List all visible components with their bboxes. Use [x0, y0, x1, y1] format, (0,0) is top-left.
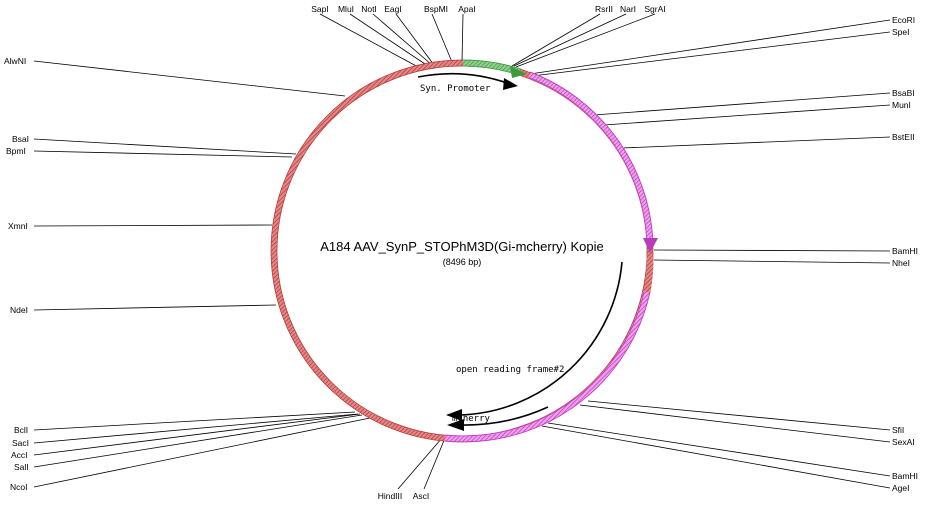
right-site-labels: EcoRI SpeI BsaBI MunI BstEII BamHI NheI … [892, 15, 918, 493]
site-label-ncoi: NcoI [10, 482, 27, 492]
site-label-muni: MunI [892, 100, 911, 110]
feature-arrows [417, 73, 623, 431]
leader-hindiii [397, 437, 443, 490]
orf-arrow [459, 261, 623, 416]
leader-bsai [33, 138, 297, 155]
plasmid-ring [270, 59, 658, 443]
leader-saci [33, 413, 359, 444]
mcherry-arrow [461, 406, 549, 426]
leader-bcli [33, 411, 356, 431]
leader-asci [423, 437, 446, 490]
mcherry-label: mcherry [452, 414, 491, 424]
leader-bpmi [33, 150, 293, 158]
site-label-sapi: SapI [311, 4, 329, 14]
site-label-apai: ApaI [458, 4, 476, 14]
site-label-sgrai: SgrAI [644, 4, 665, 14]
leader-nari [513, 13, 627, 67]
promoter-arrowhead [510, 66, 527, 78]
site-label-ecori: EcoRI [892, 15, 915, 25]
leader-apai [461, 13, 464, 63]
leader-ndei [33, 304, 277, 311]
site-label-bamhi-2: BamHI [892, 471, 918, 481]
leader-sexai [579, 404, 891, 443]
site-label-nari: NarI [620, 4, 636, 14]
site-label-bcli: BclI [14, 425, 28, 435]
leader-sapi [319, 13, 421, 69]
leader-mlui [349, 13, 429, 67]
site-label-bsteii: BstEII [892, 132, 915, 142]
leader-acci [33, 413, 361, 456]
site-label-bamhi-1: BamHI [892, 246, 918, 256]
insert-arc-upper [528, 71, 654, 247]
leader-spei [531, 31, 891, 77]
site-label-xmni: XmnI [8, 221, 28, 231]
leader-bsteii [621, 136, 891, 149]
leader-eagi [395, 13, 435, 66]
orf-label: open reading frame#2 [456, 365, 564, 375]
site-label-sfii: SfiI [892, 425, 904, 435]
leader-xmni [33, 224, 273, 227]
promoter-arrow [417, 73, 511, 85]
top-site-labels: SapI MluI NotI EagI BspMI ApaI RsrII Nar… [311, 4, 665, 14]
insert-arc-lower [444, 291, 651, 443]
leader-agei [541, 425, 891, 489]
leader-alwni [33, 60, 346, 97]
site-label-spei: SpeI [892, 27, 910, 37]
plasmid-title: A184 AAV_SynP_STOPhM3D(Gi-mcherry) Kopie [320, 239, 603, 254]
left-site-labels: AlwNI BsaI BpmI XmnI NdeI BclI SacI AccI… [4, 56, 29, 492]
leader-nhei [653, 259, 891, 264]
site-label-bpmi: BpmI [6, 146, 26, 156]
leader-sali [33, 414, 363, 468]
site-label-bsabi: BsaBI [892, 88, 915, 98]
leader-rsrii [511, 13, 601, 67]
site-label-bsai: BsaI [12, 134, 29, 144]
site-label-nhei: NheI [892, 258, 910, 268]
site-label-hindiii: HindIII [378, 491, 403, 501]
leader-muni [603, 104, 891, 126]
site-leaders [33, 13, 891, 490]
leader-sgrai [515, 13, 656, 68]
site-label-sali: SalI [14, 462, 29, 472]
site-label-mlui: MluI [338, 4, 354, 14]
leader-bamhi-1 [653, 249, 891, 252]
leader-bsabi [593, 92, 891, 116]
plasmid-size: (8496 bp) [443, 257, 482, 267]
site-label-ndei: NdeI [10, 305, 28, 315]
leader-ncoi [33, 417, 371, 488]
site-label-agei: AgeI [892, 483, 910, 493]
leader-bspmi [431, 13, 453, 63]
insert-arrowhead [643, 238, 658, 253]
site-label-asci: AscI [413, 491, 430, 501]
leader-sfii [587, 400, 891, 431]
site-label-acci: AccI [11, 450, 28, 460]
site-label-saci: SacI [12, 438, 29, 448]
site-label-bspmi: BspMI [424, 4, 448, 14]
bottom-site-labels: HindIII AscI [378, 491, 430, 501]
site-label-alwni: AlwNI [4, 56, 26, 66]
site-label-sexai: SexAI [892, 437, 915, 447]
site-label-eagi: EagI [384, 4, 402, 14]
site-label-noti: NotI [361, 4, 377, 14]
promoter-label: Syn. Promoter [420, 84, 491, 94]
leader-noti [372, 13, 433, 66]
leader-bamhi-2 [547, 422, 891, 477]
site-label-rsrii: RsrII [595, 4, 613, 14]
leader-ecori [529, 19, 891, 75]
